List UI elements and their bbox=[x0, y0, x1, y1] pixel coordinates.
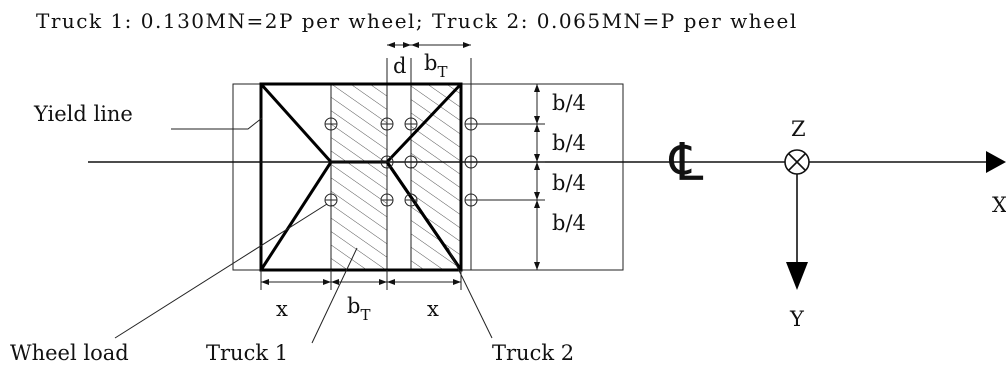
axis-z-label: Z bbox=[791, 117, 806, 141]
yield-line-label: Yield line bbox=[33, 102, 133, 126]
right-dimension bbox=[477, 84, 545, 270]
b-quarter-label-2: b/4 bbox=[552, 131, 586, 155]
wheel-load-leader bbox=[114, 203, 328, 339]
dim-d-label: d bbox=[393, 54, 406, 78]
wheel-load-symbol bbox=[380, 155, 394, 169]
wheel-load-symbol bbox=[404, 193, 418, 207]
truck2-hatched-region bbox=[411, 84, 461, 270]
truck2-label: Truck 2 bbox=[492, 341, 574, 365]
wheel-load-symbol bbox=[380, 117, 394, 131]
wheel-load-symbol bbox=[380, 193, 394, 207]
axis-x-label: X bbox=[992, 193, 1006, 217]
x-axis-arrow-icon bbox=[986, 151, 1006, 173]
top-dimension bbox=[387, 42, 471, 48]
dim-x-left-label: x bbox=[276, 297, 288, 321]
truck1-hatched-region bbox=[331, 84, 387, 270]
truck1-leader bbox=[311, 247, 358, 344]
dim-x-right-label: x bbox=[427, 297, 439, 321]
truck2-leader bbox=[447, 247, 493, 339]
yield-line-leader bbox=[171, 117, 263, 130]
wheel-load-label: Wheel load bbox=[10, 341, 129, 365]
wheel-load-symbol bbox=[324, 117, 338, 131]
b-quarter-label-3: b/4 bbox=[552, 171, 586, 195]
wheel-load-symbol bbox=[324, 193, 338, 207]
truck1-label: Truck 1 bbox=[206, 341, 288, 365]
diagram-title: Truck 1: 0.130MN=2P per wheel; Truck 2: … bbox=[36, 9, 798, 33]
wheel-load-symbol bbox=[404, 117, 418, 131]
y-axis-arrow-icon bbox=[786, 262, 808, 290]
bottom-dimension bbox=[260, 270, 462, 290]
centerline-symbol: ℄ bbox=[668, 133, 704, 193]
b-quarter-label-1: b/4 bbox=[552, 91, 586, 115]
wheel-load-symbol bbox=[404, 155, 418, 169]
b-quarter-label-4: b/4 bbox=[552, 211, 586, 235]
dim-bt-bottom-label: bT bbox=[347, 294, 370, 324]
dim-bt-top-label: bT bbox=[424, 51, 447, 81]
z-axis-into-page-icon bbox=[784, 149, 810, 175]
axis-y-label: Y bbox=[789, 307, 805, 331]
